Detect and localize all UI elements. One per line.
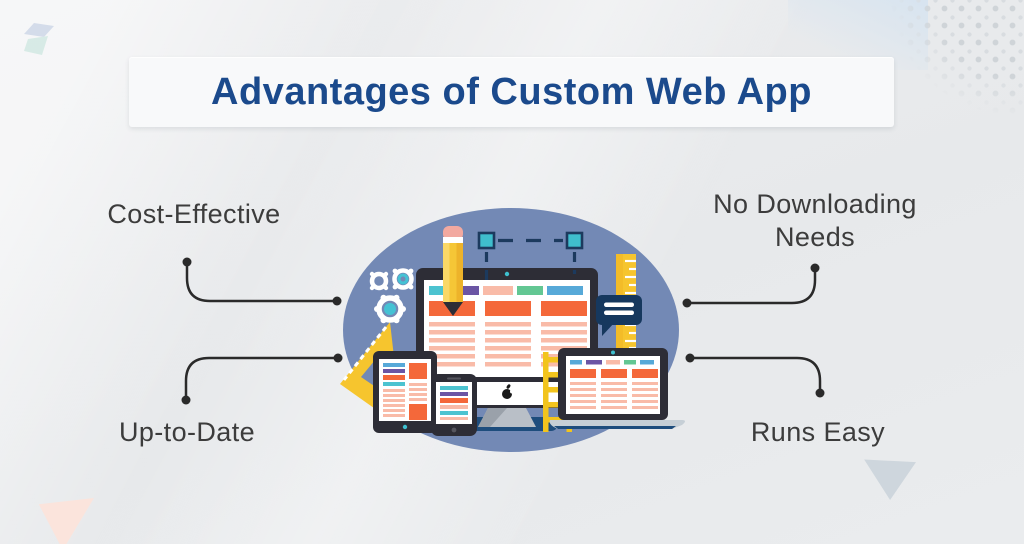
- connector-no-downloading: [687, 268, 817, 305]
- page-title: Advantages of Custom Web App: [211, 70, 812, 113]
- web-app-devices-illustration: [340, 208, 685, 452]
- connector-up-to-date: [184, 356, 338, 400]
- smartphone-icon: [431, 374, 477, 436]
- tablet-icon: [373, 351, 437, 433]
- gears-icon: [369, 268, 414, 324]
- label-cost-effective: Cost-Effective: [107, 199, 281, 229]
- label-up-to-date: Up-to-Date: [118, 417, 256, 447]
- label-runs-easy: Runs Easy: [750, 417, 886, 447]
- apple-logo-icon: [502, 384, 514, 399]
- monitor-stand-shade: [478, 408, 507, 427]
- pencil-icon: [443, 226, 463, 316]
- connector-runs-easy: [690, 356, 822, 393]
- title-banner: Advantages of Custom Web App: [129, 57, 894, 127]
- speech-bubble-icon: [596, 295, 642, 336]
- laptop-icon: [549, 348, 685, 429]
- connector-cost-effective: [185, 262, 337, 303]
- vector-path-icon: [477, 231, 584, 281]
- label-no-downloading-needs: No Downloading Needs: [713, 189, 917, 252]
- brand-s-logo-icon: [24, 23, 54, 55]
